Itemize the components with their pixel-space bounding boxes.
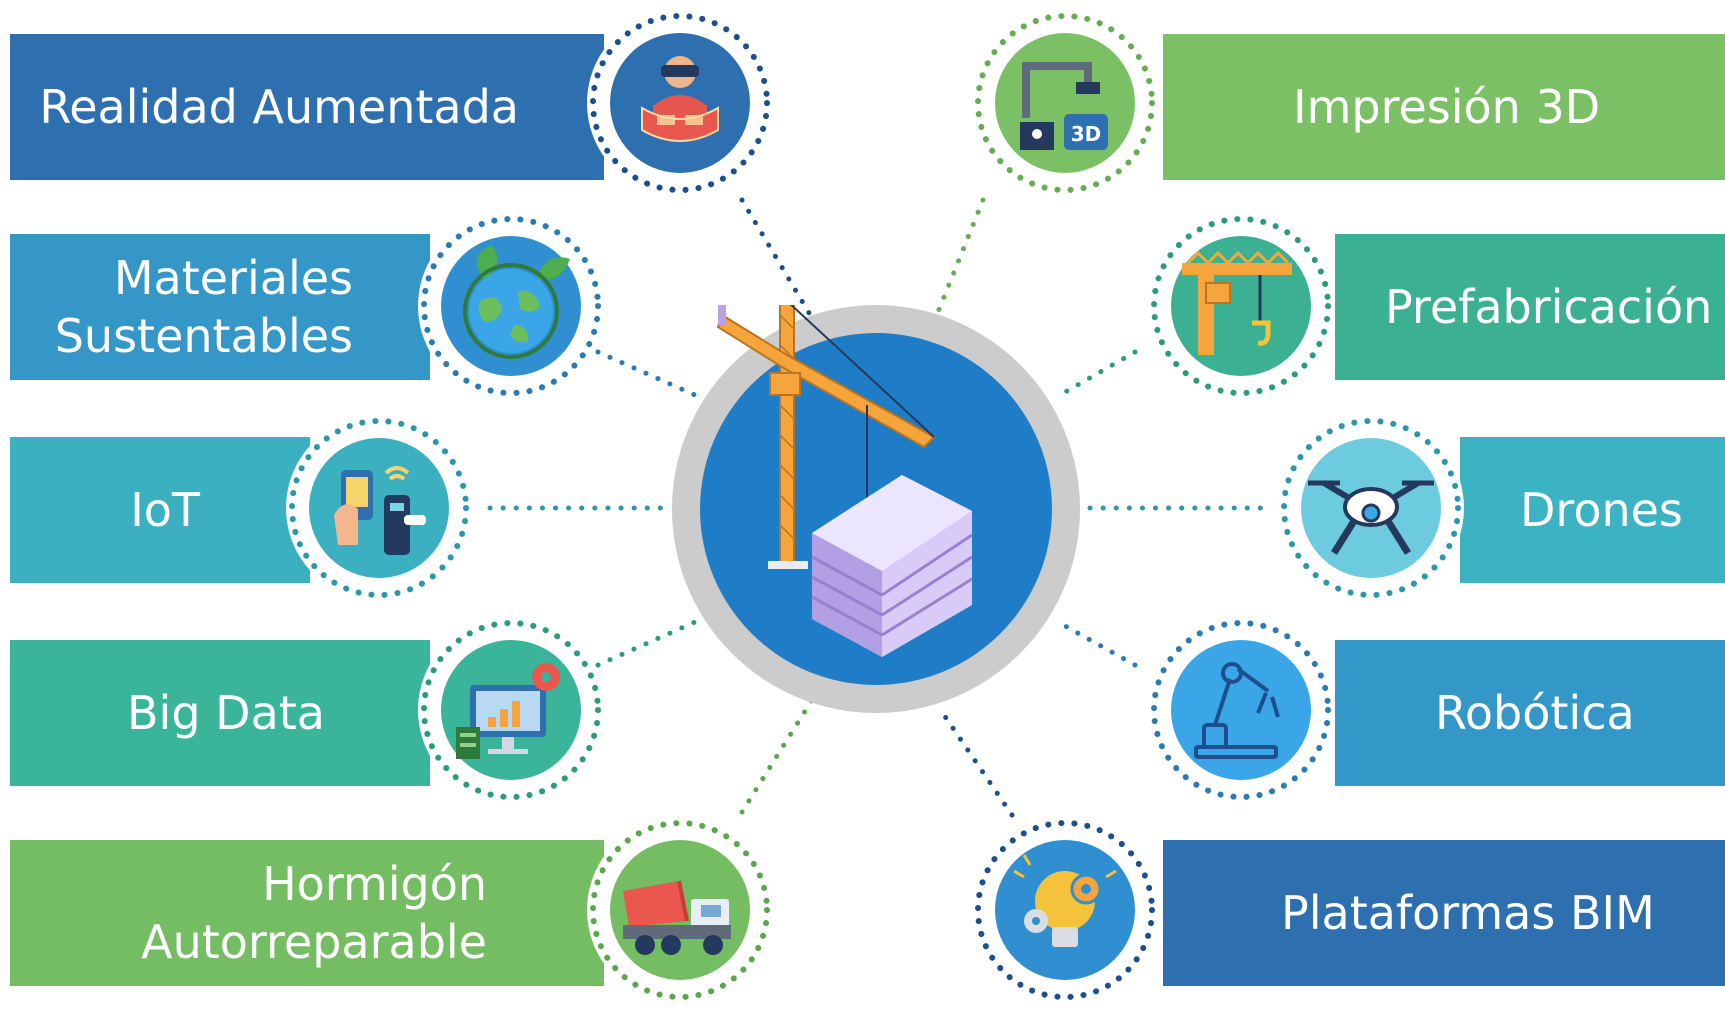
svg-text:3D: 3D (1071, 122, 1102, 146)
item-realidad-band: Realidad Aumentada (10, 34, 604, 180)
item-bigdata-label: Big Data (127, 686, 325, 740)
item-iot-label: IoT (130, 483, 200, 537)
lightbulb-gears-icon (972, 817, 1158, 1003)
item-robotica-band: Robótica (1335, 640, 1725, 786)
item-bigdata-band: Big Data (10, 640, 430, 786)
crane-building-icon (716, 305, 973, 657)
iot-device-icon (286, 415, 472, 601)
item-impresion-label: Impresión 3D (1293, 80, 1601, 134)
item-bim-band: Plataformas BIM (1163, 840, 1725, 986)
connector-realidad (739, 197, 815, 321)
central-hub (672, 305, 1080, 713)
drone-icon (1278, 415, 1464, 601)
connector-impresion (935, 197, 986, 315)
item-hormigon-band: Hormigón Autorreparable (10, 840, 604, 986)
item-materiales-band: Materiales Sustentables (10, 234, 430, 380)
connector-robotica (1055, 619, 1138, 668)
concrete-truck-icon (587, 817, 773, 1003)
connector-materiales (595, 349, 698, 398)
connector-bigdata (595, 619, 698, 668)
item-impresion-band: Impresión 3D (1163, 34, 1725, 180)
globe-leaf-icon (418, 213, 604, 399)
robot-arm-icon (1148, 617, 1334, 803)
item-prefab-band: Prefabricación (1335, 234, 1725, 380)
item-iot-band: IoT (10, 437, 310, 583)
item-drones-label: Drones (1520, 483, 1683, 537)
item-realidad-label: Realidad Aumentada (39, 80, 519, 134)
analytics-monitor-icon (418, 617, 604, 803)
connector-prefab (1057, 349, 1138, 398)
item-bim-label: Plataformas BIM (1281, 886, 1655, 940)
connector-hormigon (739, 697, 815, 815)
item-robotica-label: Robótica (1435, 686, 1635, 740)
item-hormigon-label: Hormigón Autorreparable (141, 857, 487, 969)
item-materiales-label: Materiales Sustentables (54, 251, 353, 363)
crane-hook-icon (1148, 213, 1334, 399)
connector-bim (939, 709, 1015, 818)
item-drones-band: Drones (1460, 437, 1725, 583)
item-prefab-label: Prefabricación (1385, 280, 1713, 334)
3d-printer-icon: 3D (972, 10, 1158, 196)
vr-headset-icon (587, 10, 773, 196)
